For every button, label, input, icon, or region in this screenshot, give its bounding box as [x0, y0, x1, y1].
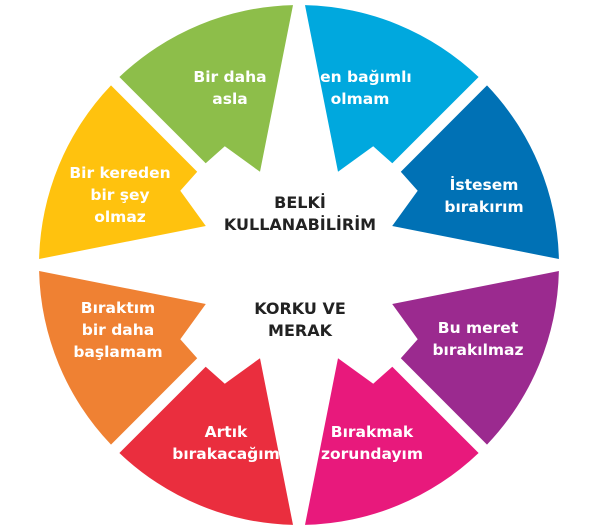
segment-6 — [39, 85, 206, 260]
segment-2 — [392, 271, 559, 445]
segment-1 — [392, 85, 559, 260]
segment-7 — [119, 5, 294, 172]
segment-4 — [119, 358, 294, 525]
segment-0 — [305, 5, 479, 172]
segment-5 — [39, 271, 206, 445]
segment-3 — [305, 358, 479, 525]
